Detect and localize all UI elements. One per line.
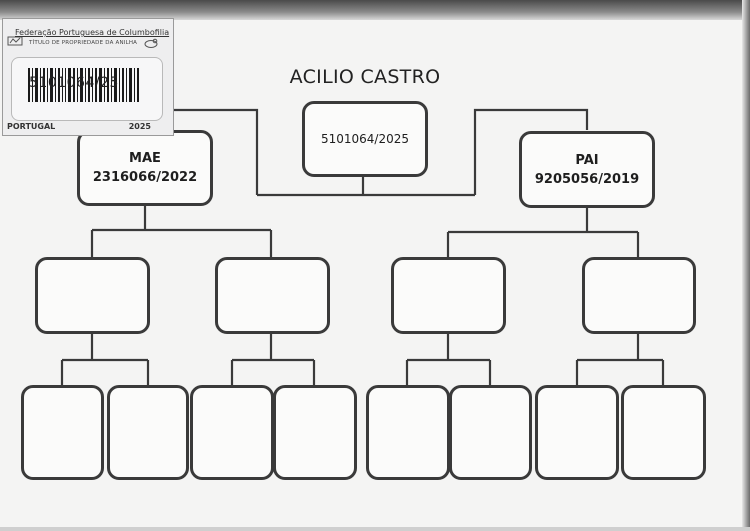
great-grandparent-box xyxy=(107,385,189,480)
sticker-subtitle: TÍTULO DE PROPRIEDADE DA ANILHA xyxy=(29,40,138,46)
scan-edge-top xyxy=(0,0,750,20)
subject-box: 5101064/2025 xyxy=(302,101,428,177)
grandparent-box xyxy=(35,257,150,334)
sticker-country: PORTUGAL xyxy=(7,122,56,131)
pedigree-title: ACILIO CASTRO xyxy=(289,66,441,88)
pigeon-emblem-icon xyxy=(144,38,158,48)
ring-title-sticker: Federação Portuguesa de Columbofilia TÍT… xyxy=(2,18,174,136)
subject-ring-number: 5101064/2025 xyxy=(320,131,410,146)
great-grandparent-box xyxy=(621,385,706,480)
grandparent-box xyxy=(391,257,506,334)
grandparent-box xyxy=(582,257,696,334)
great-grandparent-box xyxy=(21,385,104,480)
great-grandparent-box xyxy=(273,385,357,480)
father-ring-number: 9205056/2019 xyxy=(534,171,640,187)
great-grandparent-box xyxy=(449,385,532,480)
mother-ring-number: 2316066/2022 xyxy=(92,170,198,185)
father-label: PAI xyxy=(575,152,599,168)
sticker-organization: Federação Portuguesa de Columbofilia xyxy=(15,28,170,37)
grandparent-box xyxy=(215,257,330,334)
scan-edge-bottom xyxy=(0,527,750,531)
scan-edge-right xyxy=(742,0,750,531)
great-grandparent-box xyxy=(366,385,450,480)
barcode xyxy=(28,68,139,102)
mother-label: MAE xyxy=(129,151,161,166)
great-grandparent-box xyxy=(535,385,619,480)
federation-logo-icon xyxy=(7,36,23,46)
sticker-year: 2025 xyxy=(128,122,151,131)
great-grandparent-box xyxy=(190,385,274,480)
father-box: PAI 9205056/2019 xyxy=(519,131,655,208)
sticker-ring-number: 5101064/25 xyxy=(29,75,119,91)
sticker-ring-panel xyxy=(11,57,163,121)
mother-box: MAE 2316066/2022 xyxy=(77,130,213,206)
